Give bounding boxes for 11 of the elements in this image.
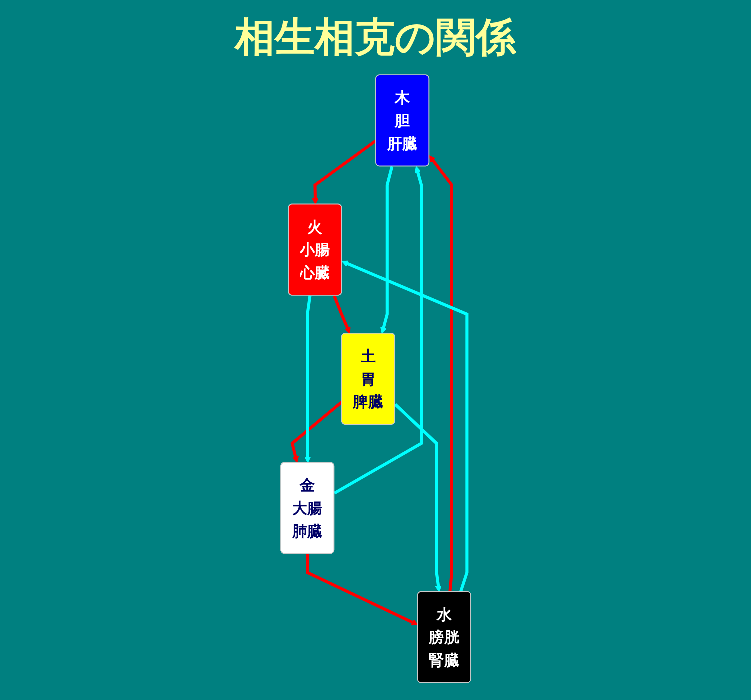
arrow [304,296,312,464]
arrow [290,400,343,464]
arrow [312,139,377,205]
arrow [380,166,394,334]
diagram-title: 相生相克の関係 [233,14,518,63]
arrow [333,166,423,495]
arrow [428,156,453,592]
arrow [394,403,442,592]
arrow [341,260,468,593]
arrow [332,295,350,334]
arrow [306,554,418,626]
